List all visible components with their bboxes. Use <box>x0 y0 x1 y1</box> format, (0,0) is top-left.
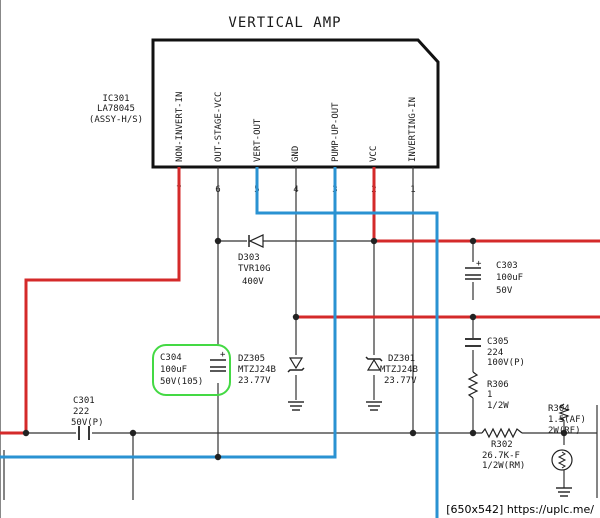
junctions <box>22 237 568 461</box>
r306-rating: 1/2W <box>487 401 509 411</box>
pin-names: NON-INVERT-IN OUT-STAGE-VCC VERT-OUT GND… <box>175 92 418 162</box>
blue-wires <box>0 167 439 518</box>
r304-rating: 2W(RF) <box>548 426 581 436</box>
d303-diode-symbol <box>248 234 264 248</box>
r304-ref: R304 <box>548 404 570 414</box>
pin-name-3: PUMP-UP-OUT <box>331 102 341 162</box>
junction <box>469 237 477 245</box>
d303-ref: D303 <box>238 253 260 263</box>
r302-value: 26.7K-F <box>482 451 520 461</box>
dz305-type: MTZJ24B <box>238 365 276 375</box>
wire-pin7-red <box>0 167 181 435</box>
r306-ref: R306 <box>487 380 509 390</box>
c303-symbol <box>465 267 481 280</box>
dz305-voltage: 23.77V <box>238 376 271 386</box>
thermistor-icon <box>551 449 573 471</box>
d303-rating: 400V <box>242 277 264 287</box>
footer-watermark: [650x542] https://uplc.me/ <box>444 503 596 516</box>
d303-type: TVR10G <box>238 264 271 274</box>
junction <box>214 237 222 245</box>
r302-rating: 1/2W(RM) <box>482 461 525 471</box>
black-wires <box>0 167 598 500</box>
ground-icon <box>366 401 382 411</box>
junction <box>22 429 30 437</box>
red-wires <box>0 167 600 435</box>
r304-value: 1.5(AF) <box>548 415 586 425</box>
c303-polarity: + <box>476 259 482 269</box>
junction <box>560 429 568 437</box>
pin-name-4: GND <box>291 146 301 162</box>
junction <box>292 313 300 321</box>
ic-assy-label: (ASSY-H/S) <box>89 115 143 125</box>
c304-ref: C304 <box>160 353 182 363</box>
c304-rating: 50V(105) <box>160 377 203 387</box>
r302-symbol <box>481 427 523 439</box>
c304-highlight <box>152 344 231 396</box>
c304-polarity: + <box>220 350 226 360</box>
c305-value: 224 <box>487 348 503 358</box>
dz301-ref: DZ301 <box>388 354 415 364</box>
c303-ref: C303 <box>496 261 518 271</box>
c301-symbol <box>78 426 90 440</box>
diagram-title: VERTICAL AMP <box>228 15 341 31</box>
dz305-symbol <box>287 357 305 373</box>
junction <box>214 453 222 461</box>
c305-ref: C305 <box>487 337 509 347</box>
r306-symbol <box>467 371 479 399</box>
ground-icon <box>556 487 572 497</box>
dz301-voltage: 23.77V <box>384 376 417 386</box>
r306-value: 1 <box>487 390 492 400</box>
pin-name-7: NON-INVERT-IN <box>175 92 185 162</box>
c301-rating: 50V(P) <box>71 418 104 428</box>
c301-ref: C301 <box>73 396 95 406</box>
ground-icon <box>288 401 304 411</box>
r302-ref: R302 <box>491 440 513 450</box>
c305-symbol <box>465 338 481 347</box>
c304-value: 100uF <box>160 365 187 375</box>
dz301-type: MTZJ24B <box>380 365 418 375</box>
wire-pin5-blue <box>255 167 439 518</box>
wire-pin3-blue <box>0 167 337 459</box>
c303-rating: 50V <box>496 286 513 296</box>
pin-name-1: INVERTING-IN <box>408 97 418 162</box>
r304-symbol <box>557 403 570 421</box>
c301-value: 222 <box>73 407 89 417</box>
junction <box>409 429 417 437</box>
c303-value: 100uF <box>496 273 523 283</box>
c305-rating: 100V(P) <box>487 358 525 368</box>
junction <box>469 429 477 437</box>
pin-name-5: VERT-OUT <box>253 118 263 162</box>
pin-name-2: VCC <box>369 146 379 162</box>
junction <box>370 237 378 245</box>
dz301-symbol <box>365 356 383 371</box>
dz305-ref: DZ305 <box>238 354 265 364</box>
ic-part-label: LA78045 <box>97 104 135 114</box>
pin-name-6: OUT-STAGE-VCC <box>214 92 224 162</box>
ic-ref-label: IC301 <box>102 94 129 104</box>
junction <box>469 313 477 321</box>
junction <box>129 429 137 437</box>
ic301-body <box>151 38 440 169</box>
c304-symbol <box>210 359 226 372</box>
